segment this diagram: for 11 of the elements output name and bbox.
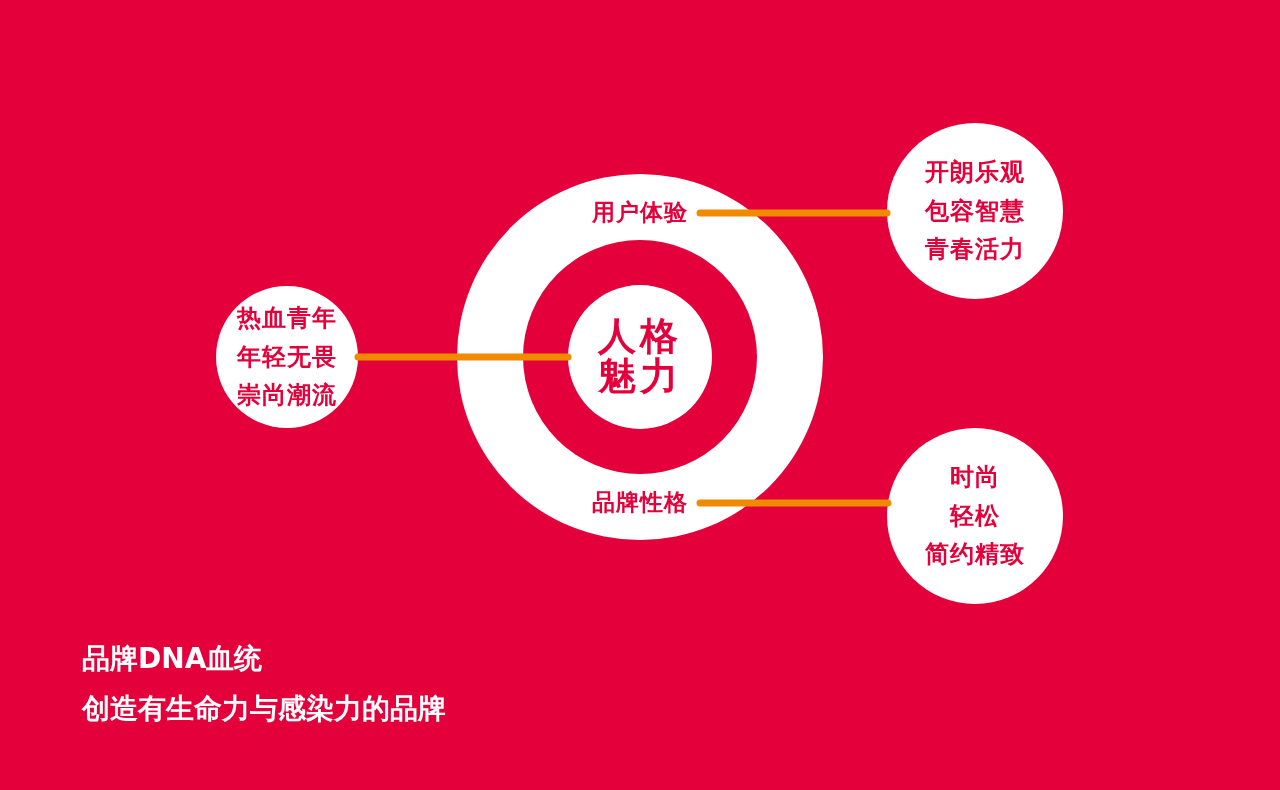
caption: 创造有生命力与感染力的品牌 <box>82 691 446 727</box>
connector-line <box>354 353 572 361</box>
ring-label: 用户体验 <box>580 198 700 228</box>
trait-circle: 热血青年 年轻无畏 崇尚潮流 <box>216 286 358 428</box>
connector-line <box>696 209 891 217</box>
trait-circle: 时尚 轻松 简约精致 <box>887 428 1063 604</box>
trait-circle: 开朗乐观 包容智慧 青春活力 <box>887 123 1063 299</box>
ring-label: 品牌性格 <box>580 488 700 518</box>
center-circle: 人格魅力 <box>568 285 712 429</box>
connector-line <box>696 499 892 507</box>
title: 品牌DNA血统 <box>82 641 263 677</box>
